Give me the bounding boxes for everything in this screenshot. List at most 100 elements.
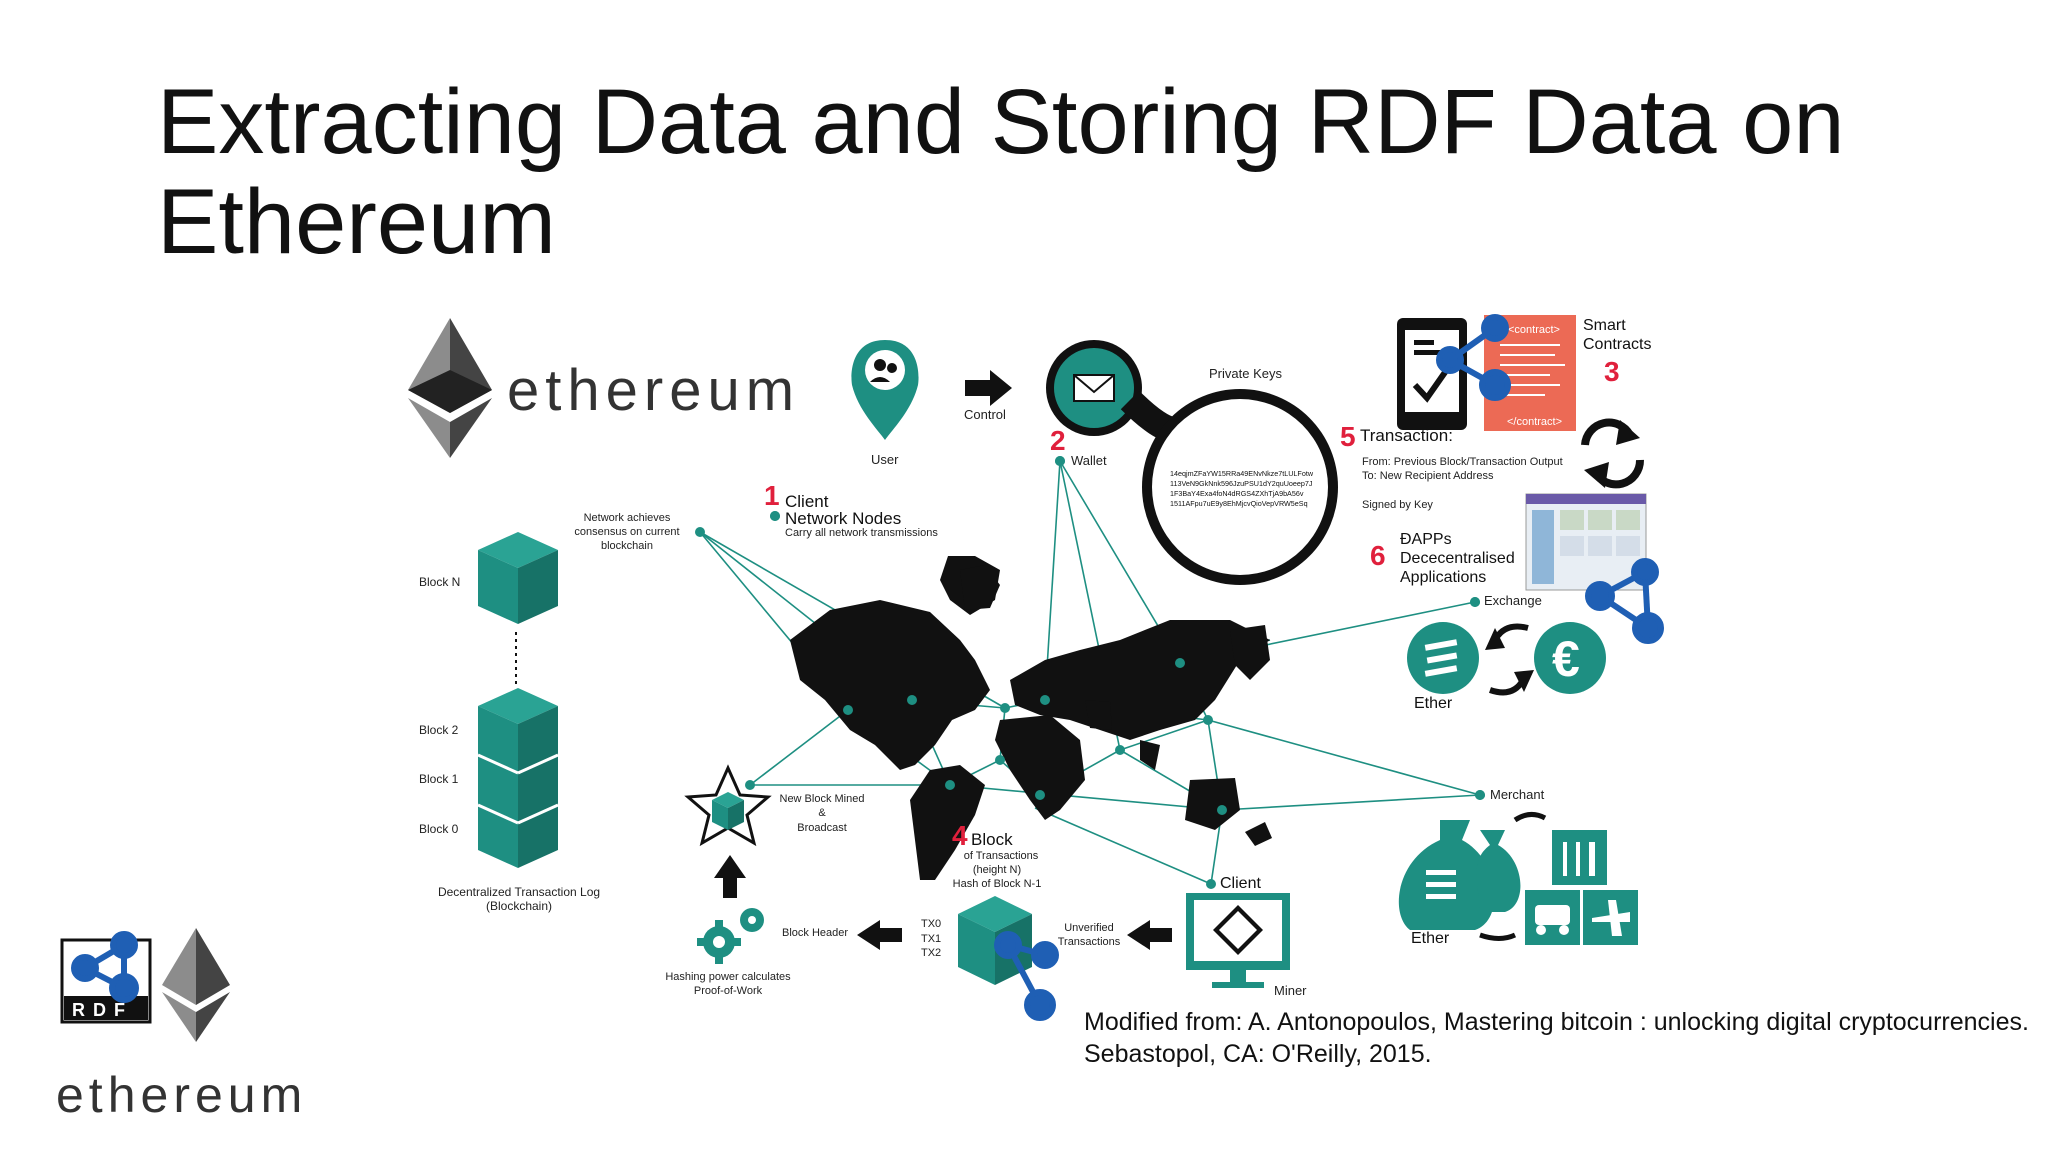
svg-text:Broadcast: Broadcast [797, 822, 847, 834]
block-stack-icon [477, 688, 559, 868]
block4-details: of Transactions (height N) Hash of Block… [953, 850, 1042, 890]
left-arrow-icon-2 [1127, 920, 1172, 950]
client1-network-nodes: Network Nodes [785, 509, 901, 528]
wallet-node [1055, 456, 1065, 466]
private-keys-label: Private Keys [1209, 366, 1282, 381]
miner-label: Miner [1274, 983, 1307, 998]
smart-contracts-number: 3 [1604, 356, 1620, 387]
svg-text:New Block Mined: New Block Mined [780, 793, 865, 805]
unverified-text: Unverified Transactions [1058, 922, 1121, 948]
client1-node [770, 511, 780, 521]
svg-text:Transactions: Transactions [1058, 936, 1121, 948]
svg-text:Hashing power calculates: Hashing power calculates [665, 971, 791, 983]
ether-label-1: Ether [1414, 695, 1453, 712]
smart-contracts-label: Smart Contracts [1583, 317, 1651, 353]
private-key-lines: 14eqjmZFaYW15RRa49ENvNkze7tLULFotw 113Ve… [1170, 469, 1314, 508]
dapps-label: ĐAPPs Dececentralised Applications [1400, 531, 1515, 586]
miner-monitor-icon [1186, 893, 1290, 988]
svg-text:Unverified: Unverified [1064, 922, 1114, 934]
user-label: User [871, 452, 899, 467]
svg-text:blockchain: blockchain [601, 540, 653, 552]
svg-text:Applications: Applications [1400, 569, 1486, 586]
plane-icon [1583, 890, 1638, 945]
svg-text:TX2: TX2 [921, 947, 941, 959]
svg-text:Proof-of-Work: Proof-of-Work [694, 985, 763, 997]
merchant-node [1475, 790, 1485, 800]
svg-text:To: New Recipient Address: To: New Recipient Address [1362, 470, 1494, 482]
block-n-cube-icon [478, 532, 558, 624]
block-header-label: Block Header [782, 927, 848, 939]
bottom-ethereum-wordmark: ethereum [56, 1067, 307, 1123]
client1-description: Carry all network transmissions [785, 527, 938, 539]
svg-text:Block 2: Block 2 [419, 723, 459, 737]
money-bags-icon [1398, 820, 1521, 930]
wallet-icon [1046, 340, 1338, 585]
tx5-details: From: Previous Block/Transaction Output … [1362, 456, 1563, 482]
world-map [790, 556, 1272, 880]
svg-text:Network achieves: Network achieves [584, 512, 671, 524]
up-arrow-icon [714, 855, 746, 898]
ethereum-logo-icon [408, 318, 492, 458]
svg-text:Dececentralised: Dececentralised [1400, 550, 1515, 567]
tx5-title: Transaction: [1360, 426, 1453, 445]
svg-text:Block 1: Block 1 [419, 772, 459, 786]
svg-text:Contracts: Contracts [1583, 336, 1651, 353]
tx5-number: 5 [1340, 421, 1356, 452]
food-icon [1552, 830, 1607, 885]
new-block-star-icon [684, 764, 772, 847]
block4-title: Block [971, 830, 1013, 849]
hashing-text: Hashing power calculates Proof-of-Work [665, 971, 791, 997]
svg-text:TX0: TX0 [921, 918, 941, 930]
new-block-text: New Block Mined & Broadcast [780, 793, 865, 834]
client1-number: 1 [764, 480, 780, 511]
svg-text:of Transactions: of Transactions [964, 850, 1039, 862]
svg-text:1511AFpu7uE9y8EhMjcvQioVepVRW5: 1511AFpu7uE9y8EhMjcvQioVepVRW5eSq [1170, 499, 1308, 508]
svg-text:14eqjmZFaYW15RRa49ENvNkze7tLUL: 14eqjmZFaYW15RRa49ENvNkze7tLULFotw [1170, 469, 1314, 478]
bottom-ethereum-icon [162, 928, 230, 1042]
citation-line-2: Sebastopol, CA: O'Reilly, 2015. [1084, 1040, 1432, 1068]
block4-rdf-icon [994, 931, 1059, 1021]
title-line-1: Extracting Data and Storing RDF Data on [157, 71, 1845, 173]
svg-text:consensus on current: consensus on current [574, 526, 679, 538]
control-arrow-icon [965, 370, 1012, 406]
signed-by-key: Signed by Key [1362, 499, 1433, 511]
svg-text:TX1: TX1 [921, 933, 941, 945]
exchange-arrowheads [1485, 628, 1534, 692]
merchant-label: Merchant [1490, 787, 1545, 802]
user-pin-icon [851, 340, 919, 440]
block4-number: 4 [952, 820, 968, 851]
left-arrow-icon-1 [857, 920, 902, 950]
wallet-label: Wallet [1071, 453, 1107, 468]
exchange-node [1470, 597, 1480, 607]
svg-text:113VeN9GkNnk596JzuPSU1dY2quUoe: 113VeN9GkNnk596JzuPSU1dY2quUoeep7J [1170, 479, 1313, 488]
title-line-2: Ethereum [157, 171, 556, 273]
car-icon [1525, 890, 1580, 945]
svg-text:(Blockchain): (Blockchain) [486, 899, 552, 913]
dapps-number: 6 [1370, 540, 1386, 571]
rdf-logo-icon [60, 931, 152, 1024]
svg-text:1F3BaY4Exa4foN4dRGS4ZXhTjA9bA5: 1F3BaY4Exa4foN4dRGS4ZXhTjA9bA56v [1170, 489, 1304, 498]
wallet-number: 2 [1050, 425, 1066, 456]
tx-list: TX0 TX1 TX2 [921, 918, 941, 959]
svg-text:ĐAPPs: ĐAPPs [1400, 531, 1452, 548]
euro-symbol: € [1552, 631, 1580, 687]
miner-client-label: Client [1220, 875, 1261, 892]
refresh-arrowheads [1584, 420, 1640, 488]
svg-text:Block 0: Block 0 [419, 822, 459, 836]
citation-line-1: Modified from: A. Antonopoulos, Masterin… [1084, 1008, 2029, 1036]
svg-text:Hash of Block N-1: Hash of Block N-1 [953, 878, 1042, 890]
contract-open-tag: <contract> [1508, 324, 1560, 336]
svg-text:From: Previous Block/Transacti: From: Previous Block/Transaction Output [1362, 456, 1563, 468]
euro-coin-icon [1534, 622, 1606, 694]
svg-text:(height N): (height N) [973, 864, 1021, 876]
svg-text:Decentralized Transaction Log: Decentralized Transaction Log [438, 885, 600, 899]
control-label: Control [964, 407, 1006, 422]
client1-label: Client [785, 492, 829, 511]
merchant-arrows-icon [1479, 812, 1547, 941]
svg-text:Block N: Block N [419, 575, 460, 589]
citation: Modified from: A. Antonopoulos, Masterin… [1084, 1006, 2048, 1070]
rdf-logo-text: RDF [72, 1000, 133, 1020]
gears-icon [697, 908, 764, 964]
